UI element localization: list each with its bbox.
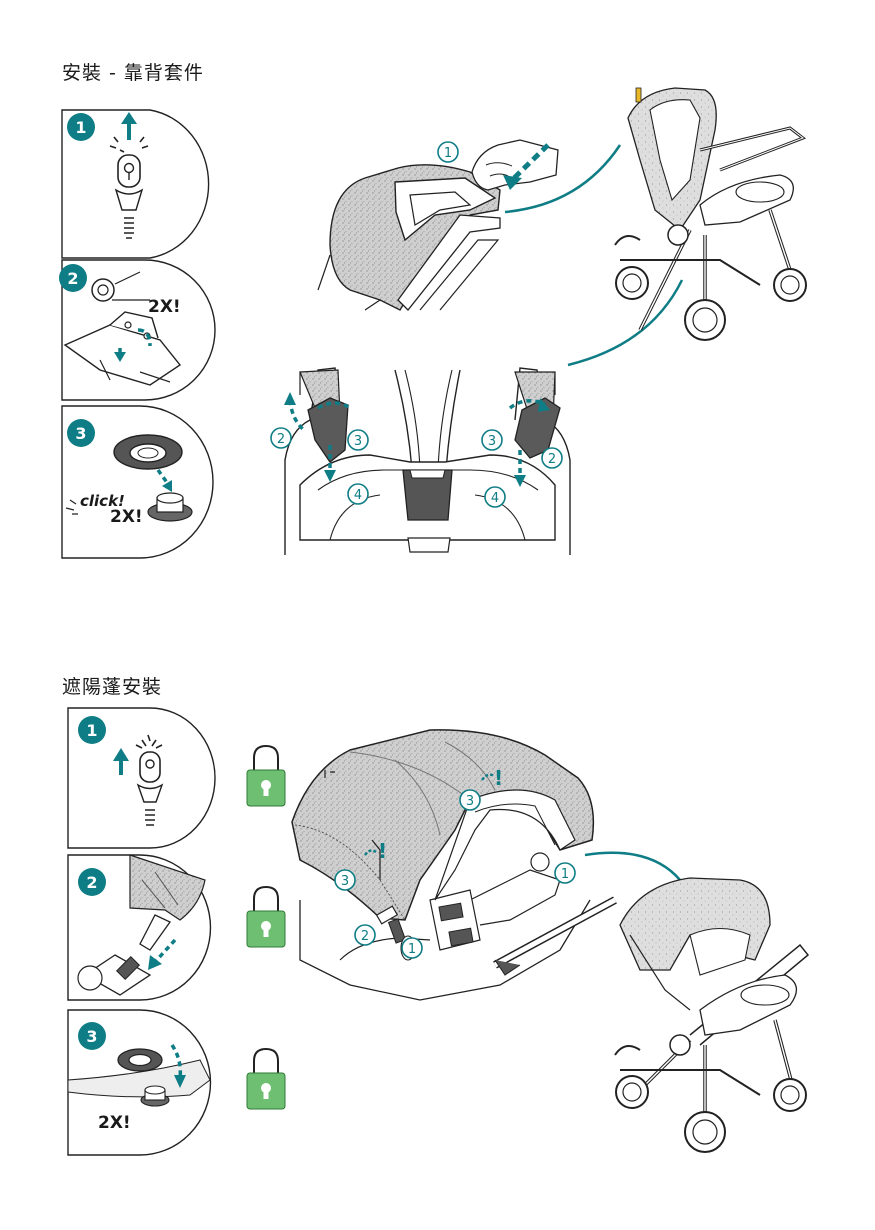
callout-4-right: 4: [484, 486, 506, 508]
callout-1-bottom: 1: [401, 937, 423, 959]
svg-text:3: 3: [466, 794, 474, 809]
s1-step-3-panel: 3 click! 2X!: [61, 405, 214, 559]
svg-text:2: 2: [86, 873, 97, 892]
callout-4-left: 4: [347, 483, 369, 505]
stroller-overview-illustration: [614, 87, 807, 341]
step-number-badge: [67, 113, 95, 141]
svg-text:3: 3: [488, 434, 496, 449]
alert-mark: !: [378, 839, 387, 863]
svg-text:2: 2: [361, 929, 369, 944]
s2-step-2-panel: 2: [67, 854, 212, 1001]
svg-text:3: 3: [86, 1027, 97, 1046]
svg-text:1: 1: [408, 942, 416, 957]
callout-3-side: 3: [334, 869, 356, 891]
svg-text:4: 4: [491, 491, 499, 506]
svg-text:4: 4: [354, 488, 362, 503]
svg-text:2: 2: [548, 452, 556, 467]
callout-1: 1: [444, 146, 452, 161]
stroller-with-canopy-illustration: [614, 877, 810, 1153]
svg-text:3: 3: [75, 424, 86, 443]
alert-mark: !: [494, 766, 503, 790]
lock-icon: [246, 885, 286, 948]
s2-step-3-panel: 3 2X!: [67, 1009, 212, 1156]
svg-text:2X!: 2X!: [98, 1113, 131, 1133]
callout-2: 2: [354, 924, 376, 946]
lock-icon: [246, 744, 286, 807]
callout-3-top: 3: [459, 789, 481, 811]
section-title-canopy: 遮陽蓬安裝: [62, 676, 163, 698]
step-number: 1: [75, 118, 86, 137]
callout-1-right: 1: [554, 862, 576, 884]
svg-text:2: 2: [277, 432, 285, 447]
s1-step-1-panel: 1: [61, 109, 210, 259]
callout-2-right: 2: [541, 447, 563, 469]
svg-text:2X!: 2X!: [110, 507, 143, 527]
canopy-closeup-illustration: ! ! 3 3 2 1 1: [291, 729, 617, 1001]
lock-icon: [246, 1047, 286, 1110]
svg-text:2: 2: [67, 269, 78, 288]
svg-text:3: 3: [341, 874, 349, 889]
connector-line: [584, 851, 681, 881]
section-title-backrest: 安裝 - 靠背套件: [62, 62, 204, 84]
seat-rear-illustration: 2 3 3 2 4 4: [270, 367, 571, 555]
svg-text:1: 1: [86, 721, 97, 740]
s2-step-1-panel: 1: [67, 707, 216, 849]
hand-icon: [471, 139, 559, 191]
backrest-closeup-illustration: 1: [317, 139, 559, 311]
callout-2-left: 2: [270, 427, 292, 449]
click-sound-label: click!: [80, 492, 125, 510]
callout-3-left: 3: [347, 429, 369, 451]
svg-text:1: 1: [561, 867, 569, 882]
svg-text:3: 3: [354, 434, 362, 449]
callout-3-right: 3: [481, 429, 503, 451]
s1-step-2-panel: 2 2X!: [59, 259, 216, 401]
connector-line: [504, 144, 622, 214]
repeat-label: 2X!: [148, 297, 181, 317]
connector-line: [567, 279, 684, 367]
